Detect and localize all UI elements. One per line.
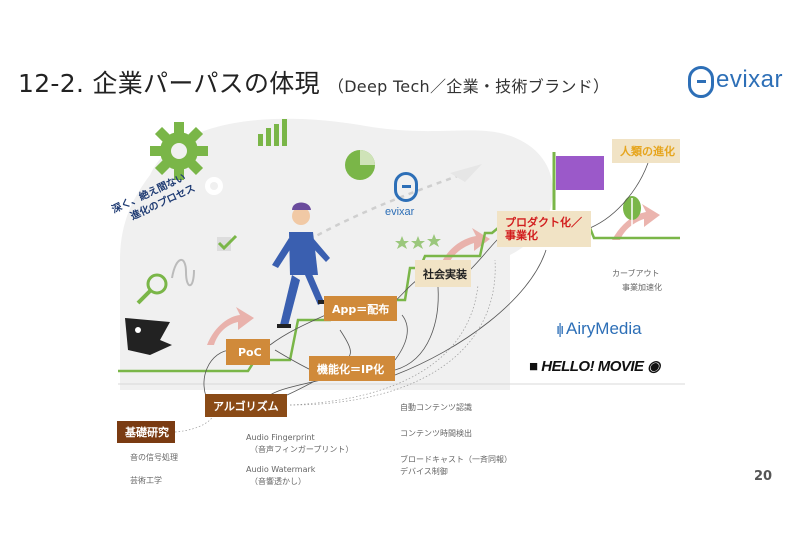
note-time-detection: コンテンツ時間検出	[400, 429, 472, 438]
note-auto-recognition: 自動コンテンツ認識	[400, 403, 472, 412]
note-art-engineering: 芸術工学	[130, 476, 162, 485]
stars-icon	[395, 234, 441, 249]
bar-chart-icon	[258, 119, 287, 146]
center-logo-text: evixar	[385, 206, 415, 218]
slide-title: 12-2. 企業パーパスの体現 （Deep Tech／企業・技術ブランド）	[18, 64, 609, 100]
dashed-trajectory	[299, 173, 461, 247]
note-device-control: デバイス制御	[400, 467, 448, 476]
pie-chart-icon	[345, 150, 375, 180]
paper-plane-icon	[450, 164, 482, 182]
airymedia-logo: ı|ı AiryMedia	[556, 319, 642, 339]
note-audio-fp: Audio Fingerprint	[246, 433, 315, 442]
hello-movie-logo: ■ HELLO! MOVIE ◉	[529, 357, 660, 375]
flow-connectors	[203, 162, 649, 406]
note-acceleration: 事業加速化	[622, 283, 662, 292]
soundwave-icon: ı|ı	[556, 321, 564, 338]
step-ip: 機能化＝IP化	[309, 356, 395, 381]
evixar-center-logo: evixar	[385, 172, 431, 222]
evixar-e-icon	[688, 66, 714, 98]
plant-icon	[623, 196, 641, 226]
note-carveout: カーブアウト	[612, 269, 660, 278]
airymedia-text: AiryMedia	[566, 319, 642, 338]
small-gear-icon	[205, 177, 223, 195]
creature-icon	[125, 318, 172, 355]
note-broadcast: ブロードキャスト（一斉同報）	[400, 455, 512, 464]
logo-text: evixar	[716, 66, 784, 93]
step-poc: PoC	[226, 339, 270, 365]
evixar-logo: evixar	[688, 66, 784, 100]
evixar-e-icon	[394, 172, 418, 202]
note-audio-wm: Audio Watermark	[246, 465, 316, 474]
magnifier-icon	[136, 273, 168, 305]
step-algorithm: アルゴリズム	[205, 394, 287, 417]
page-number: 20	[754, 469, 773, 484]
squiggle-decoration	[171, 259, 195, 287]
note-audio-wm-ja: （音響透かし）	[250, 477, 306, 486]
note-signal-processing: 音の信号処理	[130, 453, 178, 462]
step-app: App＝配布	[324, 296, 397, 321]
flag-icon	[552, 152, 604, 210]
note-audio-fp-ja: （音声フィンガープリント）	[250, 445, 354, 454]
camera-icon: ■	[529, 358, 538, 375]
climbing-person-icon	[272, 202, 332, 328]
step-basic-research: 基礎研究	[117, 421, 175, 443]
title-text: 12-2. 企業パーパスの体現	[18, 69, 320, 98]
hello-movie-text: HELLO! MOVIE	[541, 358, 644, 375]
film-reel-icon: ◉	[647, 358, 660, 375]
step-social-impl: 社会実装	[415, 260, 471, 287]
step-human-evolution: 人類の進化	[612, 139, 680, 163]
gear-icon	[150, 122, 208, 180]
checkbox-icon	[217, 234, 238, 251]
step-productization: プロダクト化／事業化	[497, 211, 591, 247]
title-subtitle: （Deep Tech／企業・技術ブランド）	[327, 77, 610, 96]
